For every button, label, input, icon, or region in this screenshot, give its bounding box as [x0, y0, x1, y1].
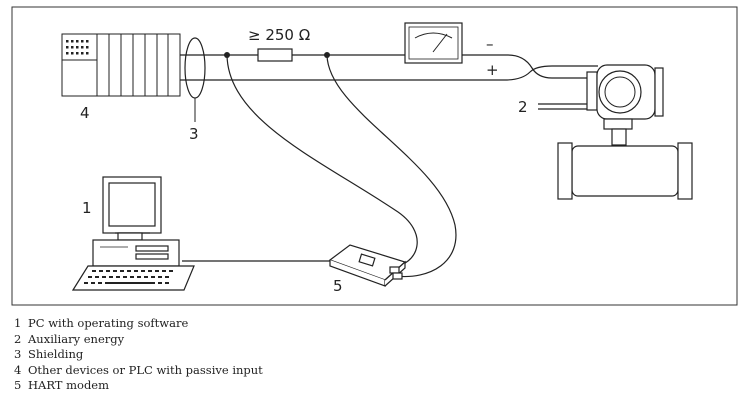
- polarity-minus: –: [486, 35, 494, 53]
- loop-wiring: [180, 54, 598, 110]
- polarity-plus: +: [486, 61, 499, 79]
- flowmeter-transmitter: [586, 64, 664, 146]
- plc-device: [61, 33, 181, 97]
- callout-4: 4: [80, 104, 90, 122]
- legend-text: HART modem: [28, 378, 110, 393]
- legend-text: Shielding: [28, 347, 84, 362]
- legend-number: 5: [14, 378, 22, 393]
- resistor: [257, 48, 293, 62]
- legend-item: 2 Auxiliary energy: [14, 332, 263, 348]
- legend-number: 1: [14, 316, 22, 330]
- legend-text: Auxiliary energy: [28, 331, 125, 346]
- callout-3: 3: [189, 125, 199, 143]
- legend-item: 1 PC with operating software: [14, 316, 263, 332]
- diagram-frame: [11, 6, 738, 306]
- legend-item: 4 Other devices or PLC with passive inpu…: [14, 363, 263, 379]
- shielding-ellipse: [184, 37, 206, 99]
- hart-modem: [328, 244, 407, 287]
- callout-1: 1: [82, 199, 92, 217]
- callout-2: 2: [518, 98, 528, 116]
- legend-item: 3 Shielding: [14, 347, 263, 363]
- pc-computer: [71, 176, 195, 291]
- legend-number: 2: [14, 331, 22, 346]
- resistor-label: ≥ 250 Ω: [248, 26, 310, 44]
- legend-number: 3: [14, 347, 22, 362]
- flow-tube: [557, 142, 693, 200]
- legend-text: Other devices or PLC with passive input: [28, 362, 263, 377]
- callout-5: 5: [333, 277, 343, 295]
- modem-cables: [182, 54, 457, 278]
- legend-number: 4: [14, 362, 22, 377]
- legend: 1 PC with operating software 2 Auxiliary…: [14, 316, 263, 394]
- legend-item: 5 HART modem: [14, 378, 263, 394]
- ammeter-gauge: [404, 22, 463, 64]
- legend-text: PC with operating software: [28, 316, 189, 330]
